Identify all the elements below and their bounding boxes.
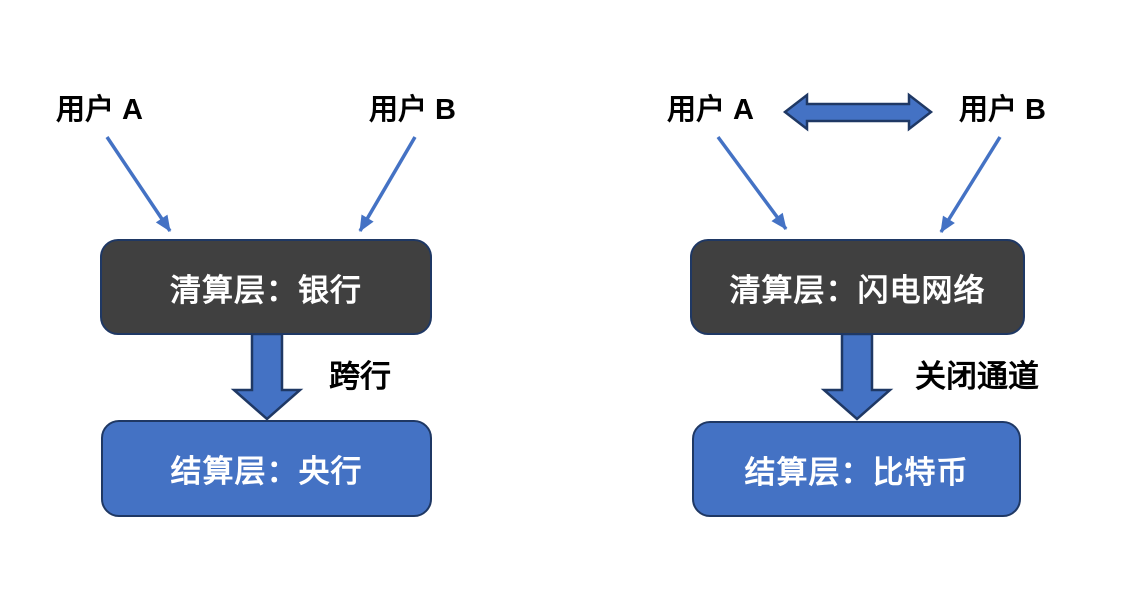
left-arrow-label: 跨行	[329, 359, 391, 394]
right-settlement-layer-box: 结算层：比特币	[692, 421, 1021, 517]
left-user-b-diagonal-arrow-icon	[358, 136, 417, 232]
left-user-a-label: 用户 A	[56, 94, 144, 126]
left-clearing-layer-box-label: 清算层：银行	[170, 272, 362, 308]
left-clearing-layer-box: 清算层：银行	[100, 239, 432, 335]
right-clearing-layer-box: 清算层：闪电网络	[690, 239, 1025, 335]
left-settlement-layer-box-label: 结算层：央行	[170, 454, 363, 489]
left-settlement-layer-box: 结算层：央行	[101, 420, 432, 517]
right-user-a-label: 用户 A	[667, 94, 755, 126]
left-user-b-label: 用户 B	[369, 94, 457, 126]
users-bidirectional-arrow-icon	[782, 92, 934, 132]
right-user-b-diagonal-arrow-icon	[939, 136, 1002, 233]
right-user-a-diagonal-arrow-icon	[716, 135, 788, 231]
right-settlement-layer-box-label: 结算层：比特币	[744, 454, 969, 490]
right-clearing-layer-box-label: 清算层：闪电网络	[729, 272, 986, 308]
right-thick-down-arrow-icon	[820, 332, 894, 421]
right-user-b-label: 用户 B	[959, 94, 1047, 126]
right-arrow-label: 关闭通道	[915, 359, 1039, 394]
left-user-a-diagonal-arrow-icon	[105, 136, 172, 232]
left-thick-down-arrow-icon	[230, 332, 304, 421]
